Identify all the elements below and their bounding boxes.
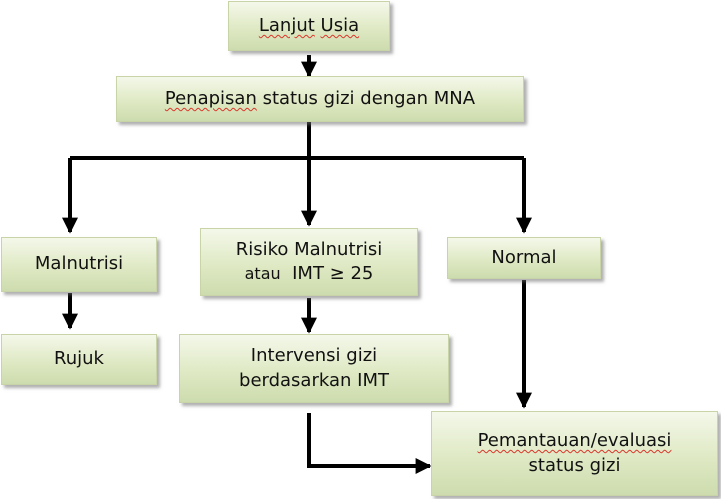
node-normal: Normal [447, 237, 601, 279]
node-malnutrisi-label: Malnutrisi [34, 253, 124, 275]
node-lanjut-usia-word2: Usia [320, 14, 360, 36]
node-penapisan-word3: gizi [323, 87, 355, 109]
node-pemantauan-line1: Pemantauan/evaluasi [477, 430, 672, 452]
node-intervensi-word2: gizi [346, 345, 378, 367]
node-pemantauan: Pemantauan/evaluasi status gizi [431, 411, 718, 496]
node-risiko: Risiko Malnutrisi atau IMT ≥ 25 [200, 228, 418, 296]
node-penapisan: Penapisan status gizi dengan MNA [116, 76, 524, 122]
node-penapisan-word5: MNA [433, 87, 476, 109]
node-risiko-line2a: atau [244, 264, 281, 283]
node-intervensi-word1: Intervensi [250, 345, 341, 367]
node-rujuk-label: Rujuk [54, 348, 104, 370]
node-malnutrisi: Malnutrisi [1, 237, 157, 292]
node-penapisan-word4: dengan [360, 87, 429, 109]
node-intervensi-line2: berdasarkan IMT [239, 369, 389, 391]
node-risiko-line1: Risiko Malnutrisi [235, 238, 383, 260]
node-penapisan-word1: Penapisan [164, 87, 257, 109]
node-pemantauan-word2: gizi [589, 454, 621, 476]
node-risiko-line2b: IMT ≥ 25 [292, 263, 374, 284]
arrow-intervensi-to-pemantauan [307, 413, 432, 474]
node-rujuk: Rujuk [1, 334, 157, 385]
node-lanjut-usia: Lanjut Usia [228, 1, 390, 51]
node-intervensi: Intervensi gizi berdasarkan IMT [179, 334, 449, 403]
node-penapisan-word2: status [262, 87, 318, 109]
node-lanjut-usia-word1: Lanjut [258, 14, 315, 36]
node-normal-label: Normal [491, 246, 557, 268]
node-pemantauan-word1: status [528, 454, 584, 476]
